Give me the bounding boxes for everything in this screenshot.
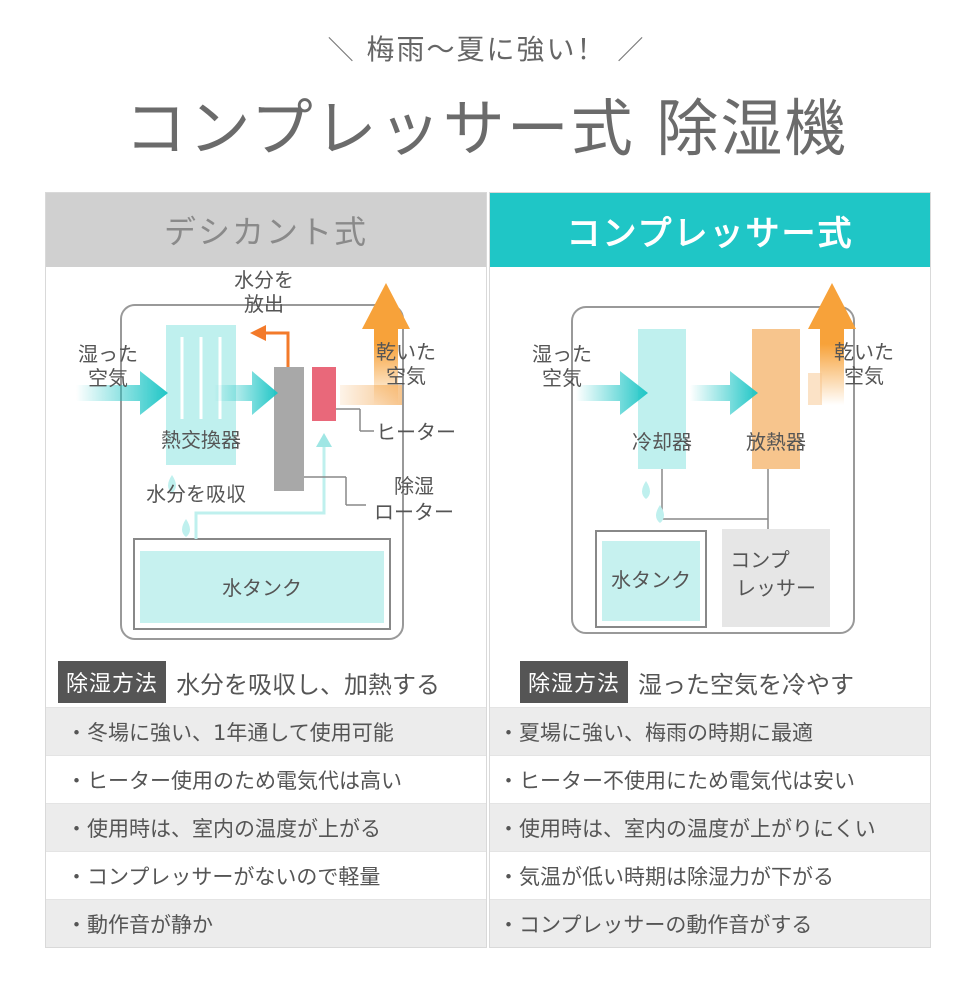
humid-air-label-1: 湿った (532, 342, 592, 366)
desiccant-tank-water (140, 551, 384, 623)
compressor-unit (722, 529, 830, 627)
desiccant-tank-label: 水タンク (222, 576, 302, 600)
radiator-label: 放熱器 (746, 430, 806, 454)
desiccant-method-row: 除湿方法 水分を吸収し、加熱する (46, 657, 486, 707)
droplet-icon (182, 519, 190, 537)
dry-air-label-2: 空気 (844, 364, 884, 388)
compressor-panel: コンプレッサー式 冷却器 放熱器 (489, 192, 931, 948)
desiccant-header: デシカント式 (46, 193, 486, 267)
feature-item: ・コンプレッサーがないので軽量 (46, 851, 486, 899)
method-badge: 除湿方法 (520, 661, 629, 703)
dry-air-label-1: 乾いた (376, 340, 436, 364)
heater-label: ヒーター (376, 420, 456, 444)
method-badge: 除湿方法 (58, 661, 167, 703)
moisture-out-label-2: 放出 (244, 292, 284, 316)
desiccant-feature-list: ・冬場に強い、1年通して使用可能 ・ヒーター使用のため電気代は高い ・使用時は、… (46, 707, 486, 947)
compressor-header: コンプレッサー式 (490, 193, 930, 267)
humid-air-arrow (76, 371, 168, 415)
droplet-icon (642, 481, 650, 499)
droplet-icon (656, 505, 664, 523)
feature-item: ・使用時は、室内の温度が上がりにくい (490, 803, 930, 851)
rotor-block (274, 367, 304, 491)
humid-air-label-2: 空気 (88, 366, 128, 390)
humid-air-label-1: 湿った (78, 342, 138, 366)
desiccant-housing (120, 304, 404, 640)
tagline-slash-left: ＼ (327, 36, 356, 66)
moisture-out-label-1: 水分を (234, 269, 294, 292)
transfer-arrow (690, 371, 758, 415)
humid-air-arrow (576, 371, 648, 415)
tagline-text: 梅雨〜夏に強い！ (366, 33, 607, 66)
compressor-unit-label-1: コンプ (730, 548, 789, 572)
absorb-label: 水分を吸収 (146, 482, 246, 506)
cooler-label: 冷却器 (632, 430, 692, 454)
compressor-tank-water (602, 541, 700, 621)
radiator-block (752, 329, 800, 469)
dry-air-label-1: 乾いた (834, 340, 894, 364)
tagline: ＼ 梅雨〜夏に強い！ ／ (0, 28, 973, 68)
feature-item: ・使用時は、室内の温度が上がる (46, 803, 486, 851)
desiccant-panel: デシカント式 水タンク (45, 192, 487, 948)
dry-air-label-2: 空気 (386, 364, 426, 388)
compressor-housing (571, 306, 855, 634)
feature-item: ・冬場に強い、1年通して使用可能 (46, 707, 486, 755)
method-text: 水分を吸収し、加熱する (176, 670, 441, 699)
desiccant-tank-outline (133, 538, 391, 630)
cooler-block (638, 329, 686, 469)
compressor-unit-label-2: レッサー (736, 576, 816, 600)
dry-air-up-arrow (362, 283, 410, 405)
compressor-feature-list: ・夏場に強い、梅雨の時期に最適 ・ヒーター不使用にため電気代は安い ・使用時は、… (490, 707, 930, 947)
feature-item: ・コンプレッサーの動作音がする (490, 899, 930, 947)
compressor-diagram-svg: 冷却器 放熱器 水タンク コンプ レッサー 湿った (532, 283, 894, 634)
desiccant-diagram-svg: 水タンク 熱交換器 (76, 269, 456, 640)
page-title: コンプレッサー式 除湿機 (124, 92, 849, 165)
feature-item: ・ヒーター不使用にため電気代は安い (490, 755, 930, 803)
feature-item: ・ヒーター使用のため電気代は高い (46, 755, 486, 803)
feature-item: ・動作音が静か (46, 899, 486, 947)
desiccant-diagram: 水タンク 熱交換器 (46, 269, 486, 657)
moisture-out-arrow (262, 331, 290, 367)
compressor-method-row: 除湿方法 湿った空気を冷やす (490, 657, 930, 707)
heat-exchanger-label: 熱交換器 (161, 428, 241, 452)
heater-block (312, 367, 336, 421)
droplet-icon (168, 475, 176, 493)
compressor-tank-label: 水タンク (611, 568, 691, 592)
humid-air-label-2: 空気 (542, 366, 582, 390)
feature-item: ・気温が低い時期は除湿力が下がる (490, 851, 930, 899)
rotor-label-1: 除湿 (394, 474, 434, 498)
feature-item: ・夏場に強い、梅雨の時期に最適 (490, 707, 930, 755)
method-text: 湿った空気を冷やす (638, 670, 855, 699)
rotor-label-2: ローター (374, 500, 454, 524)
tagline-slash-right: ／ (617, 36, 646, 66)
transfer-arrow (214, 371, 278, 415)
compressor-diagram: 冷却器 放熱器 水タンク コンプ レッサー 湿った (490, 269, 930, 657)
compressor-tank-outline (595, 530, 707, 628)
